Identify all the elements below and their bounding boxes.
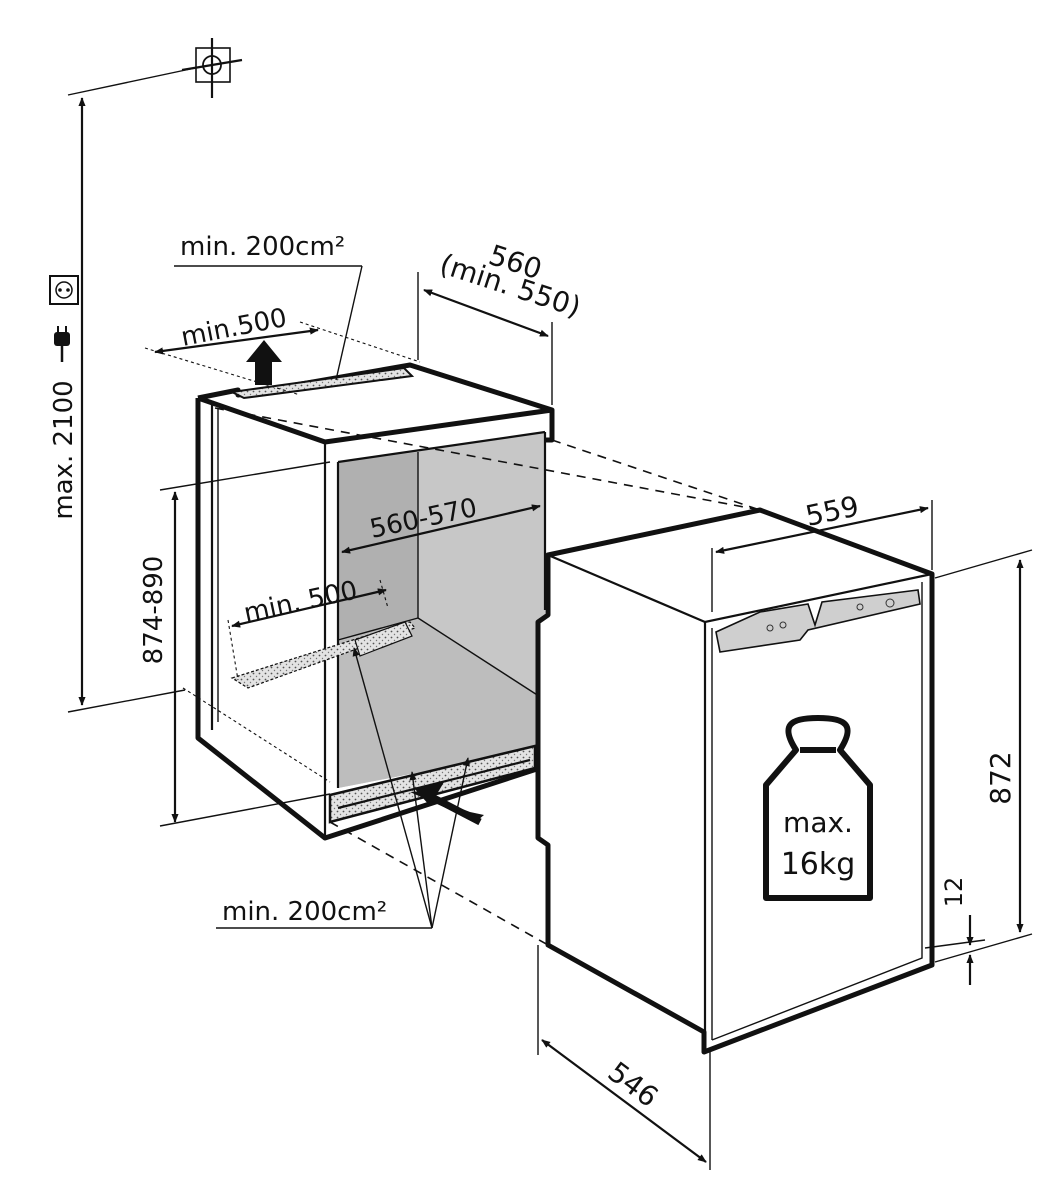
top-vent-area-label: min. 200cm² [180,232,345,262]
power-plug-icon [54,326,70,362]
dim-niche-height: 874-890 [139,461,331,827]
door-load-line2: 16kg [781,847,856,882]
appliance-height-label: 872 [984,751,1017,804]
guide-lines [144,321,761,946]
dim-max-height: max. 2100 [49,67,196,713]
bottom-vent-area-label: min. 200cm² [222,897,387,927]
appliance-depth-label: 546 [602,1055,665,1114]
niche-back-wall [338,452,418,640]
appliance-width-label: 559 [803,489,862,532]
niche-floor [338,618,545,788]
top-vent-grille [228,366,415,400]
power-socket-icon [49,275,79,305]
dim-appliance-height: 872 [934,549,1033,963]
plinth-offset-label: 12 [940,877,968,908]
dim-plinth-offset: 12 [924,877,986,985]
top-vent-depth-label: min.500 [179,303,290,353]
weight-icon: max. 16kg [763,715,873,901]
max-height-label: max. 2100 [49,380,79,519]
control-panel [715,589,921,653]
door-load-line1: max. [783,806,853,839]
dim-bottom-vent-area: min. 200cm² [216,647,470,929]
crosshair-mark-icon [181,38,243,98]
dim-top-vent-area: min. 200cm² [174,232,363,381]
dim-niche-depth: 560 (min. 550) [417,238,585,405]
niche-height-label: 874-890 [139,556,169,665]
airflow-inlet-arrow-icon [410,782,484,826]
appliance [535,507,935,1055]
dim-top-vent-depth: min.500 [154,303,319,355]
airflow-arrow-icon [246,340,282,385]
